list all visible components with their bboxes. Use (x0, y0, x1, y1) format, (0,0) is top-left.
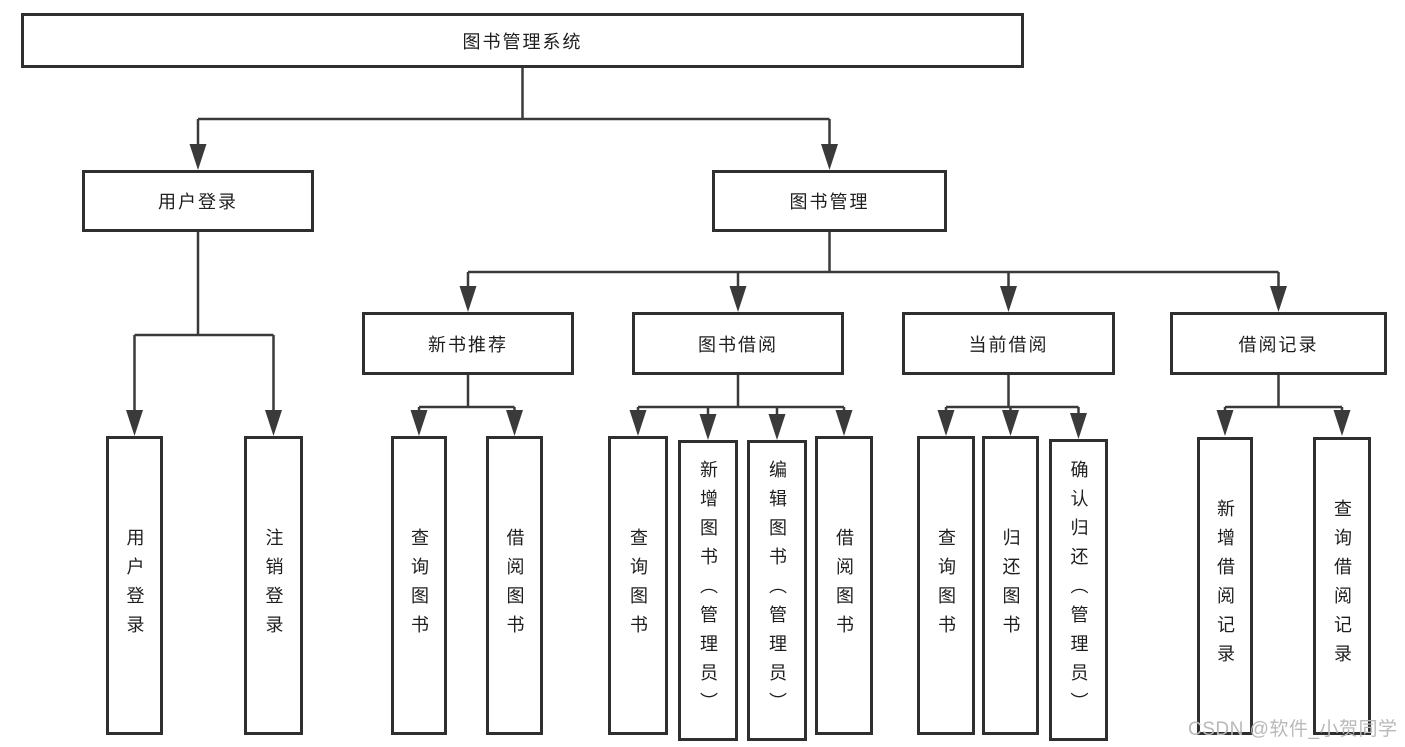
leaf-add-books-admin-label: 新增图书（管理员） (698, 460, 718, 721)
leaf-confirm-return-admin: 确认归还（管理员） (1049, 439, 1108, 741)
leaf-add-borrow-record: 新增借阅记录 (1197, 437, 1253, 735)
arrowhead (126, 410, 143, 436)
leaf-borrow-books-borrowing-label: 借阅图书 (834, 527, 854, 644)
arrowhead (835, 410, 853, 436)
arrowhead (729, 286, 747, 312)
leaf-user-login: 用户登录 (106, 436, 163, 735)
leaf-query-books-borrowing: 查询图书 (608, 436, 668, 735)
node-book-borrowing-label: 图书借阅 (698, 334, 778, 355)
arrowhead (506, 410, 523, 436)
node-book-management: 图书管理 (712, 170, 947, 232)
leaf-borrow-books-borrowing: 借阅图书 (815, 436, 873, 735)
node-book-borrowing: 图书借阅 (632, 312, 844, 375)
watermark: CSDN @软件_小贺同学 (1188, 719, 1398, 740)
arrowhead (1270, 286, 1287, 312)
leaf-confirm-return-admin-label: 确认归还（管理员） (1068, 459, 1089, 721)
arrowhead (1002, 410, 1019, 436)
arrowhead (1070, 413, 1087, 439)
leaf-return-books-label: 归还图书 (1000, 527, 1021, 644)
arrowhead (1333, 410, 1351, 436)
arrowhead (821, 144, 838, 170)
connector-book-borrowing-children (629, 375, 853, 440)
node-book-management-label: 图书管理 (789, 192, 870, 212)
node-user-login: 用户登录 (82, 170, 314, 232)
leaf-query-books-recommend: 查询图书 (391, 436, 447, 735)
node-current-borrowing: 当前借阅 (902, 312, 1115, 375)
leaf-query-borrow-record: 查询借阅记录 (1313, 437, 1371, 735)
leaf-add-borrow-record-label: 新增借阅记录 (1215, 499, 1235, 673)
leaf-logout-login-label: 注销登录 (263, 527, 284, 644)
leaf-query-borrow-record-label: 查询借阅记录 (1332, 499, 1352, 673)
leaf-query-books-current-label: 查询图书 (936, 527, 956, 644)
node-borrowing-records-label: 借阅记录 (1238, 334, 1319, 355)
arrowhead (699, 414, 717, 440)
node-current-borrowing-label: 当前借阅 (968, 334, 1049, 355)
leaf-query-books-recommend-label: 查询图书 (409, 527, 429, 644)
connector-user-login-children (126, 232, 282, 436)
node-user-login-label: 用户登录 (158, 192, 238, 212)
leaf-borrow-books-recommend: 借阅图书 (486, 436, 543, 735)
leaf-user-login-label: 用户登录 (124, 527, 145, 644)
arrowhead (1000, 286, 1017, 312)
node-borrowing-records: 借阅记录 (1170, 312, 1387, 375)
arrowhead (265, 410, 282, 436)
leaf-add-books-admin: 新增图书（管理员） (678, 440, 738, 741)
node-library-system-label: 图书管理系统 (462, 31, 583, 52)
connector-book-management-children (459, 232, 1287, 312)
leaf-edit-books-admin-label: 编辑图书（管理员） (767, 460, 787, 721)
node-new-book-recommendation-label: 新书推荐 (428, 334, 508, 355)
connector-root-to-level1 (189, 68, 838, 170)
arrowhead (189, 144, 207, 170)
arrowhead (1216, 410, 1234, 436)
leaf-borrow-books-recommend-label: 借阅图书 (504, 527, 525, 644)
node-new-book-recommendation: 新书推荐 (362, 312, 574, 375)
leaf-query-books-current: 查询图书 (917, 436, 975, 735)
leaf-return-books: 归还图书 (982, 436, 1039, 735)
node-library-system: 图书管理系统 (21, 13, 1024, 68)
connector-new-book-recommendation-children (410, 375, 523, 436)
connector-borrowing-records-children (1216, 375, 1351, 436)
arrowhead (459, 286, 477, 312)
leaf-query-books-borrowing-label: 查询图书 (628, 527, 648, 644)
arrowhead (410, 410, 428, 436)
leaf-edit-books-admin: 编辑图书（管理员） (747, 440, 807, 741)
connector-current-borrowing-children (937, 375, 1087, 439)
leaf-logout-login: 注销登录 (244, 436, 303, 735)
arrowhead (937, 410, 955, 436)
arrowhead (629, 410, 647, 436)
arrowhead (768, 414, 786, 440)
